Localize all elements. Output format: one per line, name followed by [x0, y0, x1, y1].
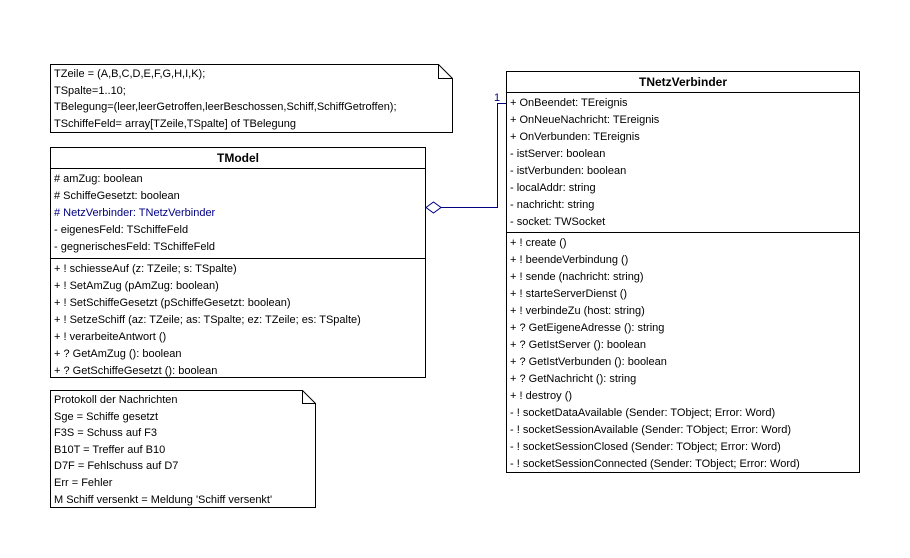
method-row: + ! SetSchiffeGesetzt (pSchiffeGesetzt: … [54, 297, 291, 309]
method-row: + ? GetAmZug (): boolean [54, 348, 182, 360]
class-title: TNetzVerbinder [507, 72, 859, 93]
method-row: + ! sende (nachricht: string) [510, 271, 644, 283]
method-row: + ! SetzeSchiff (az: TZeile; as: TSpalte… [54, 314, 361, 326]
method-row: + ! schiesseAuf (z: TZeile; s: TSpalte) [54, 263, 237, 275]
note-line: TSpalte=1..10; [54, 84, 126, 97]
class-title: TModel [51, 148, 425, 169]
note-line: Err = Fehler [54, 476, 113, 489]
attribute-row: - istServer: boolean [510, 148, 606, 160]
note-line: B10T = Treffer auf B10 [54, 443, 166, 456]
attribute-row: - nachricht: string [510, 199, 595, 211]
method-row: + ? GetSchiffeGesetzt (): boolean [54, 365, 218, 377]
note-fold-corner-icon [302, 390, 316, 404]
method-row: + ! verarbeiteAntwort () [54, 331, 167, 343]
note-line: TSchiffeFeld= array[TZeile,TSpalte] of T… [54, 117, 297, 130]
note-text: TZeile = (A,B,C,D,E,F,G,H,I,K); TSpalte=1… [50, 64, 453, 132]
attribute-row: - localAddr: string [510, 182, 596, 194]
multiplicity-label: 1 [494, 92, 500, 104]
class-tnetzverbinder[interactable]: TNetzVerbinder + OnBeendet: TEreignis+ O… [506, 71, 860, 473]
method-row: + ? GetIstVerbunden (): boolean [510, 356, 667, 368]
attribute-row: - istVerbunden: boolean [510, 165, 627, 177]
method-row: - ! socketSessionAvailable (Sender: TObj… [510, 424, 792, 436]
class-tmodel[interactable]: TModel # amZug: boolean # SchiffeGesetzt:… [50, 147, 426, 378]
tmodel-methods-compartment: + ! schiesseAuf (z: TZeile; s: TSpalte) +… [51, 259, 425, 377]
note-type-definitions[interactable]: TZeile = (A,B,C,D,E,F,G,H,I,K); TSpalte=1… [50, 64, 453, 133]
method-row: + ! SetAmZug (pAmZug: boolean) [54, 280, 219, 292]
method-row: + ! starteServerDienst () [510, 288, 628, 300]
attribute-row: - gegnerischesFeld: TSchiffeFeld [54, 241, 216, 253]
note-line: Protokoll der Nachrichten [54, 394, 178, 406]
method-row: + ! create () [510, 237, 567, 249]
note-line: D7F = Fehlschuss auf D7 [54, 460, 179, 473]
tmodel-attributes-compartment: # amZug: boolean # SchiffeGesetzt: boolea… [51, 169, 425, 259]
method-row: - ! socketDataAvailable (Sender: TObject… [510, 407, 776, 419]
method-row: - ! socketSessionClosed (Sender: TObject… [510, 441, 781, 453]
attribute-row: + OnBeendet: TEreignis [510, 97, 628, 109]
note-line: TBelegung=(leer,leerGetroffen,leerBescho… [54, 101, 397, 114]
note-line: F3S = Schuss auf F3 [54, 427, 158, 440]
method-row: + ! beendeVerbindung () [510, 254, 629, 266]
attribute-row: + OnNeueNachricht: TEreignis [510, 114, 660, 126]
tnetzverbinder-methods-compartment: + ! create () + ! beendeVerbindung () + ! … [507, 233, 859, 472]
note-fold-corner-icon [438, 64, 453, 79]
attribute-row: - socket: TWSocket [510, 216, 606, 228]
method-row: - ! socketSessionConnected (Sender: TObj… [510, 458, 800, 470]
attribute-row: + OnVerbunden: TEreignis [510, 131, 640, 143]
attribute-row: - eigenesFeld: TSchiffeFeld [54, 224, 189, 236]
method-row: + ! destroy () [510, 390, 573, 402]
attribute-row: # NetzVerbinder: TNetzVerbinder [54, 207, 216, 219]
method-row: + ! verbindeZu (host: string) [510, 305, 645, 317]
method-row: + ? GetIstServer (): boolean [510, 339, 647, 351]
note-shape [50, 390, 316, 508]
note-line: Sge = Schiffe gesetzt [54, 410, 159, 423]
attribute-row: # amZug: boolean [54, 173, 143, 185]
attribute-row: # SchiffeGesetzt: boolean [54, 190, 180, 202]
note-line: M Schiff versenkt = Meldung 'Schiff vers… [54, 493, 273, 506]
note-outline [50, 390, 316, 508]
note-line: TZeile = (A,B,C,D,E,F,G,H,I,K); [54, 68, 206, 80]
tnetzverbinder-attributes-compartment: + OnBeendet: TEreignis + OnNeueNachricht:… [507, 93, 859, 233]
method-row: + ? GetNachricht (): string [510, 373, 637, 385]
aggregation-diamond-icon[interactable] [425, 201, 442, 214]
method-row: + ? GetEigeneAdresse (): string [510, 322, 665, 334]
